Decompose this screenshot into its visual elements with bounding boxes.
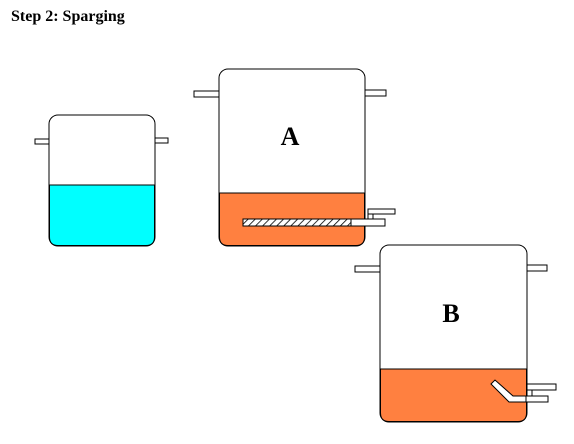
diagram-title: Step 2: Sparging xyxy=(11,8,125,25)
pot-a: A xyxy=(193,68,396,247)
pot-b-valve-handle xyxy=(526,383,557,391)
water-level xyxy=(49,184,155,246)
pot-a-label: A xyxy=(281,122,300,151)
pot-a-left-handle xyxy=(193,90,221,98)
pot-a-valve-handle xyxy=(367,208,396,215)
pot-b-right-handle xyxy=(525,264,548,272)
water-pot-left-handle xyxy=(34,138,51,145)
pot-b-valve-stem xyxy=(526,389,533,397)
pot-a-outlet-pipe xyxy=(350,218,386,227)
pot-b-outlet-pipe xyxy=(525,395,549,403)
pot-b-left-handle xyxy=(354,265,382,273)
pot-b: B xyxy=(354,244,557,423)
water-pot xyxy=(34,114,169,247)
pot-b-label: B xyxy=(442,299,459,328)
pot-a-manifold xyxy=(242,218,352,227)
pot-a-right-handle xyxy=(362,89,387,97)
pot-b-wort-level xyxy=(380,368,527,422)
